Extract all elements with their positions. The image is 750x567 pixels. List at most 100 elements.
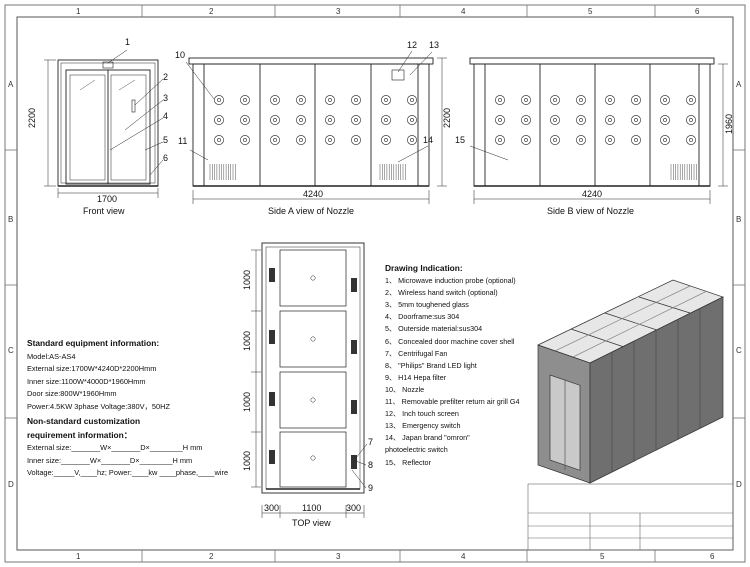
nozzle-core-icon xyxy=(634,98,638,102)
top-dim-seg-1: 1000 xyxy=(242,269,252,290)
row-label-d-right: D xyxy=(736,480,742,489)
nozzle-icon xyxy=(325,95,335,105)
row-label-b: B xyxy=(8,215,14,224)
nozzle-icon xyxy=(576,95,586,105)
nozzle-core-icon xyxy=(579,98,583,102)
nozzle-core-icon xyxy=(579,138,583,142)
indication-item: photoelectric switch xyxy=(385,445,448,455)
nozzle-core-icon xyxy=(273,138,277,142)
row-label-a: A xyxy=(8,80,14,89)
callout-5: 5 xyxy=(163,135,169,145)
top-view-title: TOP view xyxy=(292,518,331,528)
nozzle-core-icon xyxy=(663,138,667,142)
callout-12: 12 xyxy=(407,40,418,50)
nozzle-core-icon xyxy=(273,98,277,102)
nonstandard-line: Voltage:_____V,____hz; Power:____kw ____… xyxy=(27,468,229,478)
nozzle-core-icon xyxy=(410,138,414,142)
nozzle-icon xyxy=(240,135,250,145)
side-a-height-dim: 2200 xyxy=(442,107,452,128)
col-label-1: 1 xyxy=(76,7,81,16)
callout-2: 2 xyxy=(163,72,169,82)
nozzle-core-icon xyxy=(354,138,358,142)
nozzle-core-icon xyxy=(410,118,414,122)
standard-heading: Standard equipment information: xyxy=(27,338,160,348)
standard-line: Model:AS-AS4 xyxy=(27,351,76,361)
nonstandard-heading: Non-standard customization xyxy=(27,416,141,426)
standard-line: Door size:800W*1960Hmm xyxy=(27,389,117,399)
indication-item: 2、 Wireless hand switch (optional) xyxy=(385,288,498,298)
nozzle-icon xyxy=(407,115,417,125)
callout-11: 11 xyxy=(178,136,188,146)
nozzle-core-icon xyxy=(299,118,303,122)
nozzle-icon xyxy=(296,95,306,105)
nozzle-core-icon xyxy=(328,138,332,142)
nozzle-core-icon xyxy=(498,118,502,122)
nozzle-icon xyxy=(631,135,641,145)
nozzle-icon xyxy=(351,95,361,105)
nonstandard-heading-2: requirement information： xyxy=(27,429,133,440)
nozzle-core-icon xyxy=(689,118,693,122)
side-a-title: Side A view of Nozzle xyxy=(268,206,355,216)
nozzle-icon xyxy=(550,115,560,125)
callout-1: 1 xyxy=(125,37,131,47)
front-width-dim: 1700 xyxy=(97,194,118,204)
indication-item: 14、 Japan brand "omron" xyxy=(385,433,470,443)
callout-15: 15 xyxy=(455,135,466,145)
nozzle-icon xyxy=(495,135,505,145)
nozzle-core-icon xyxy=(663,98,667,102)
nozzle-core-icon xyxy=(524,138,528,142)
drawing-indication: Drawing Indication: 1、 Microwave inducti… xyxy=(385,262,519,469)
nozzle-core-icon xyxy=(273,118,277,122)
indication-item: 3、 5mm toughened glass xyxy=(385,300,469,310)
nozzle-core-icon xyxy=(243,118,247,122)
row-label-c-right: C xyxy=(736,346,742,355)
col-label-6: 6 xyxy=(695,7,700,16)
callout-13: 13 xyxy=(429,40,440,50)
indication-item: 8、 "Philips" Brand LED light xyxy=(385,360,477,370)
front-height-dim: 2200 xyxy=(27,107,37,128)
nozzle-icon xyxy=(521,135,531,145)
front-view-title: Front view xyxy=(83,206,125,216)
indication-heading: Drawing Indication: xyxy=(385,263,463,273)
row-label-c: C xyxy=(8,346,14,355)
nozzle-core-icon xyxy=(608,138,612,142)
nozzle-core-icon xyxy=(243,138,247,142)
col-label-2: 2 xyxy=(209,7,214,16)
indication-item: 1、 Microwave induction probe (optional) xyxy=(385,276,516,286)
nozzle-icon xyxy=(325,115,335,125)
nozzle-core-icon xyxy=(217,118,221,122)
col-label-2-bottom: 2 xyxy=(209,552,214,561)
nozzle-icon xyxy=(351,115,361,125)
nozzle-core-icon xyxy=(579,118,583,122)
nozzle-core-icon xyxy=(354,118,358,122)
nozzle-icon xyxy=(686,95,696,105)
top-dim-seg-2: 1000 xyxy=(242,330,252,351)
top-view xyxy=(251,242,368,518)
col-label-6-bottom: 6 xyxy=(710,552,715,561)
nozzle-icon xyxy=(381,95,391,105)
nozzle-core-icon xyxy=(299,98,303,102)
nozzle-icon xyxy=(521,95,531,105)
nozzle-core-icon xyxy=(689,98,693,102)
side-b-title: Side B view of Nozzle xyxy=(547,206,635,216)
nozzle-core-icon xyxy=(553,138,557,142)
nozzle-icon xyxy=(605,135,615,145)
nozzle-core-icon xyxy=(634,118,638,122)
nozzle-icon xyxy=(407,135,417,145)
nozzle-core-icon xyxy=(608,98,612,102)
nozzle-icon xyxy=(605,115,615,125)
nozzle-core-icon xyxy=(384,138,388,142)
indication-item: 15、 Reflector xyxy=(385,457,431,467)
nozzle-core-icon xyxy=(354,98,358,102)
top-dim-seg-4: 1000 xyxy=(242,450,252,471)
nozzle-icon xyxy=(381,135,391,145)
front-view xyxy=(44,49,164,198)
callout-3: 3 xyxy=(163,93,169,103)
standard-line: Inner size:1100W*4000D*1960Hmm xyxy=(27,376,146,386)
col-label-1-bottom: 1 xyxy=(76,552,81,561)
row-label-a-right: A xyxy=(736,80,742,89)
callout-6: 6 xyxy=(163,153,169,163)
nozzle-icon xyxy=(214,135,224,145)
row-label-d: D xyxy=(8,480,14,489)
